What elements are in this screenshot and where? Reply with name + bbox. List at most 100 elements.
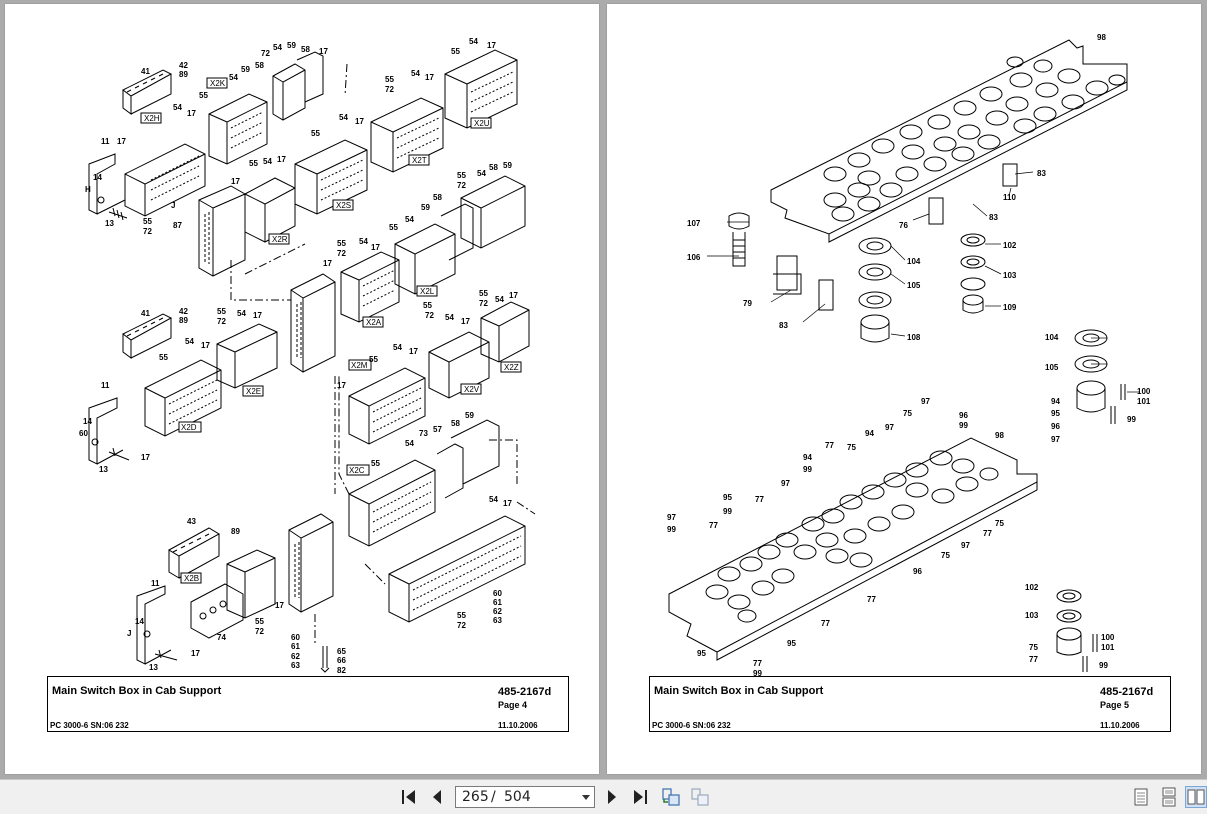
svg-text:54: 54	[339, 113, 348, 122]
svg-text:72: 72	[457, 181, 466, 190]
page-label: Page 4	[498, 700, 528, 710]
gland-plate-bottom	[668, 437, 1038, 661]
svg-text:X2M: X2M	[351, 361, 368, 370]
svg-text:66: 66	[337, 656, 346, 665]
svg-text:58: 58	[301, 45, 310, 54]
svg-text:98: 98	[995, 431, 1004, 440]
svg-text:83: 83	[779, 321, 788, 330]
svg-text:17: 17	[503, 499, 512, 508]
svg-text:75: 75	[1029, 643, 1038, 652]
facing-pages-icon	[1187, 789, 1205, 805]
svg-text:55: 55	[337, 239, 346, 248]
svg-text:17: 17	[461, 317, 470, 326]
next-page-icon	[608, 790, 616, 804]
svg-text:55: 55	[159, 353, 168, 362]
continuous-view-button[interactable]	[1158, 786, 1180, 808]
svg-text:17: 17	[117, 137, 126, 146]
svg-text:99: 99	[723, 507, 732, 516]
svg-text:54: 54	[477, 169, 486, 178]
label-x2v: X2V	[460, 383, 482, 395]
gland-plate-top	[770, 39, 1128, 243]
svg-text:11: 11	[101, 137, 110, 146]
previous-page-button[interactable]	[426, 786, 448, 808]
svg-text:74: 74	[217, 633, 226, 642]
terminal-rail-long	[388, 515, 526, 623]
svg-text:57: 57	[433, 425, 442, 434]
svg-text:X2E: X2E	[246, 387, 261, 396]
svg-text:17: 17	[371, 243, 380, 252]
svg-text:109: 109	[1003, 303, 1017, 312]
svg-text:60: 60	[79, 429, 88, 438]
drawing-title: Main Switch Box in Cab Support	[654, 685, 824, 697]
single-page-view-button[interactable]	[1130, 786, 1152, 808]
svg-text:77: 77	[821, 619, 830, 628]
svg-text:55: 55	[369, 355, 378, 364]
svg-text:94: 94	[865, 429, 874, 438]
svg-text:17: 17	[323, 259, 332, 268]
go-forward-view-button[interactable]	[689, 786, 711, 808]
cable-duct-mid	[122, 313, 173, 359]
svg-text:17: 17	[409, 347, 418, 356]
svg-text:17: 17	[275, 601, 284, 610]
svg-text:54: 54	[495, 295, 504, 304]
svg-text:96: 96	[1051, 422, 1060, 431]
svg-text:42: 42	[179, 61, 188, 70]
last-page-button[interactable]	[629, 786, 651, 808]
label-x2s: X2S	[332, 199, 354, 211]
svg-text:95: 95	[787, 639, 796, 648]
previous-page-icon	[433, 790, 441, 804]
svg-text:101: 101	[1137, 397, 1151, 406]
document-viewport[interactable]: X2K X2H X2U X2T X2S X2R X2L X2A X2M X2Z …	[0, 0, 1207, 779]
svg-text:17: 17	[425, 73, 434, 82]
cover-87	[198, 185, 246, 277]
svg-text:72: 72	[337, 249, 346, 258]
svg-text:61: 61	[291, 642, 300, 651]
forward-view-icon	[691, 788, 709, 806]
svg-text:77: 77	[1029, 655, 1038, 664]
svg-text:104: 104	[907, 257, 921, 266]
svg-text:54: 54	[273, 43, 282, 52]
bracket-j	[136, 585, 172, 665]
svg-text:77: 77	[709, 521, 718, 530]
svg-text:17: 17	[487, 41, 496, 50]
exploded-view-drawing-left: X2K X2H X2U X2T X2S X2R X2L X2A X2M X2Z …	[79, 37, 536, 675]
svg-text:103: 103	[1025, 611, 1039, 620]
svg-text:100: 100	[1101, 633, 1115, 642]
machine-model: PC 3000-6 SN:06 232	[652, 721, 731, 730]
svg-text:72: 72	[261, 49, 270, 58]
svg-text:X2T: X2T	[412, 156, 427, 165]
first-page-button[interactable]	[398, 786, 420, 808]
terminal-block-x2a	[340, 251, 400, 323]
svg-text:72: 72	[385, 85, 394, 94]
terminal-block-x2t	[370, 97, 444, 173]
label-x2k: X2K	[206, 77, 228, 89]
svg-text:105: 105	[907, 281, 921, 290]
svg-text:55: 55	[479, 289, 488, 298]
svg-text:72: 72	[143, 227, 152, 236]
go-back-view-button[interactable]	[660, 786, 682, 808]
svg-text:X2K: X2K	[210, 79, 226, 88]
facing-pages-view-button[interactable]	[1185, 786, 1207, 808]
svg-text:17: 17	[253, 311, 262, 320]
svg-text:89: 89	[179, 70, 188, 79]
title-block-right: Main Switch Box in Cab Support 485-2167d…	[649, 676, 1171, 732]
next-page-button[interactable]	[601, 786, 623, 808]
svg-text:94: 94	[803, 453, 812, 462]
page-number-select[interactable]: 265 / 504	[455, 786, 595, 808]
single-page-icon	[1134, 788, 1148, 806]
total-pages: 504	[504, 789, 531, 805]
svg-text:58: 58	[451, 419, 460, 428]
gland-83	[818, 163, 1018, 311]
terminal-block-x2s	[294, 139, 368, 215]
svg-text:72: 72	[217, 317, 226, 326]
label-x2z: X2Z	[500, 361, 522, 373]
label-x2r: X2R	[268, 233, 290, 245]
svg-text:17: 17	[355, 117, 364, 126]
svg-text:103: 103	[1003, 271, 1017, 280]
cover-center	[290, 273, 336, 373]
svg-text:J: J	[171, 201, 175, 210]
svg-text:110: 110	[1003, 193, 1016, 202]
svg-text:89: 89	[179, 316, 188, 325]
label-x2u: X2U	[470, 117, 492, 129]
svg-text:54: 54	[229, 73, 238, 82]
